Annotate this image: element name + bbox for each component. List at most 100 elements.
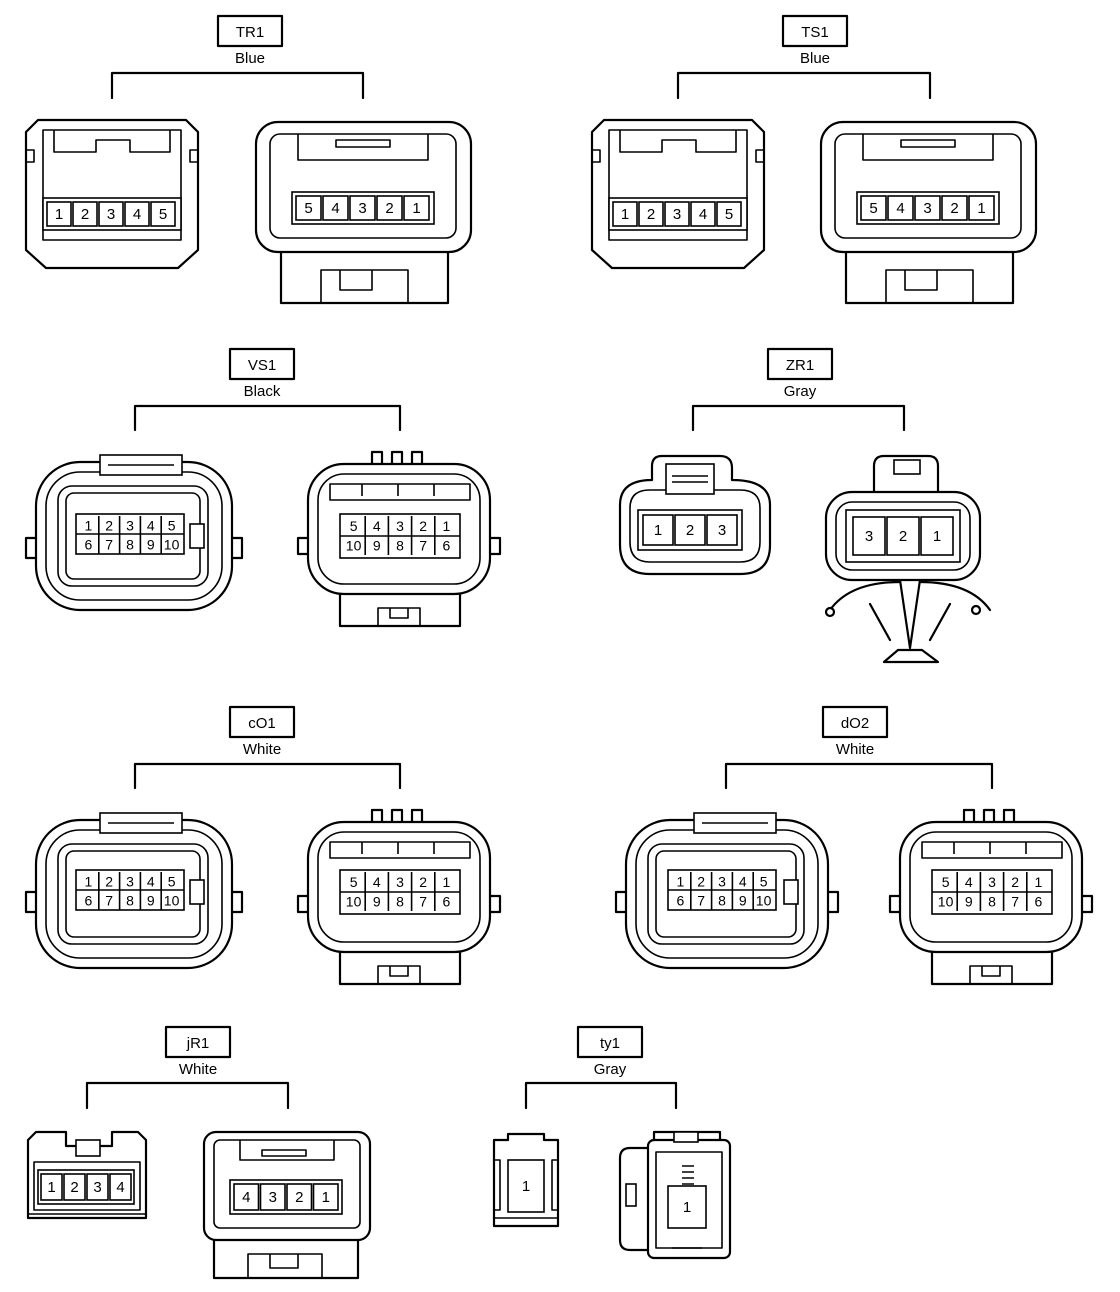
pin-number: 5 xyxy=(869,200,877,217)
pin-cell: 10 xyxy=(752,891,772,910)
connector-color: White xyxy=(243,741,281,758)
connector-color: White xyxy=(836,741,874,758)
pin-cell: 8 xyxy=(387,891,404,911)
pin-number: 4 xyxy=(331,200,339,217)
pin-number: 2 xyxy=(105,518,113,534)
pin-cell: 2 xyxy=(98,516,113,535)
pin-cell: 2 xyxy=(98,872,113,891)
pin-cell: 1 xyxy=(40,1173,63,1201)
pin-cell: 2 xyxy=(72,201,98,227)
pin-number: 2 xyxy=(419,874,427,890)
pin-number: 9 xyxy=(373,893,381,909)
pin-cell: 4 xyxy=(124,201,150,227)
pin-number: 1 xyxy=(85,874,93,890)
pin-cell: 2 xyxy=(674,514,706,546)
pin-number: 10 xyxy=(938,893,954,909)
pin-cell: 8 xyxy=(387,535,404,555)
pin-number: 2 xyxy=(697,874,705,890)
pin-number: 3 xyxy=(673,206,681,223)
pin-cell: 1 xyxy=(46,201,72,227)
pin-number: 8 xyxy=(718,893,726,909)
pin-number: 3 xyxy=(93,1179,101,1196)
pin-cell: 5 xyxy=(350,874,358,890)
pin-cell: 1 xyxy=(1026,872,1043,892)
pin-cell: 5 xyxy=(860,195,887,221)
pin-cell: 7 xyxy=(410,891,427,911)
pin-number: 10 xyxy=(346,893,362,909)
pin-number: 4 xyxy=(699,206,707,223)
pin-cell: 2 xyxy=(63,1173,86,1201)
connector-color: Gray xyxy=(594,1061,627,1078)
pin-cell: 3 xyxy=(86,1173,109,1201)
pin-number: 5 xyxy=(725,206,733,223)
connector-color: Blue xyxy=(800,50,830,67)
pin-number: 2 xyxy=(81,206,89,223)
pin-cell: 4 xyxy=(364,516,381,536)
pin-number: 6 xyxy=(677,893,685,909)
pin-number: 7 xyxy=(105,537,113,553)
pin-cell: 3 xyxy=(852,516,886,556)
pin-number: 1 xyxy=(522,1178,530,1195)
pin-cell: 9 xyxy=(139,535,155,554)
group-bracket xyxy=(110,71,365,100)
pin-number: 1 xyxy=(621,206,629,223)
pin-cell: 8 xyxy=(118,891,134,910)
group-bracket xyxy=(85,1081,290,1110)
pin-number: 1 xyxy=(677,874,685,890)
pin-cell: 7 xyxy=(98,891,113,910)
pin-cell: 2 xyxy=(886,516,920,556)
pin-cell: 5 xyxy=(752,872,768,891)
pin-cell: 3 xyxy=(914,195,941,221)
pin-number: 4 xyxy=(373,874,381,890)
pin-number: 4 xyxy=(147,518,155,534)
pin-cell: 10 xyxy=(346,893,362,909)
pin-number: 3 xyxy=(126,874,134,890)
pin-number: 8 xyxy=(396,893,404,909)
pin-number: 3 xyxy=(923,200,931,217)
pin-cell: 3 xyxy=(664,201,690,227)
pin-cell: 4 xyxy=(731,872,747,891)
pin-cell: 6 xyxy=(1026,891,1043,911)
pin-number: 7 xyxy=(1011,893,1019,909)
pin-cell: 2 xyxy=(410,516,427,536)
pin-cell: 5 xyxy=(942,874,950,890)
pin-number: 5 xyxy=(159,206,167,223)
pin-cell: 5 xyxy=(295,195,322,221)
pin-cell: 4 xyxy=(139,872,155,891)
pin-number: 2 xyxy=(70,1179,78,1196)
pin-number: 3 xyxy=(396,518,404,534)
connector-color: Blue xyxy=(235,50,265,67)
pin-cell: 9 xyxy=(139,891,155,910)
pin-number: 4 xyxy=(242,1189,250,1206)
pin-number: 2 xyxy=(419,518,427,534)
pin-cell: 2 xyxy=(941,195,968,221)
pin-number: 10 xyxy=(346,537,362,553)
pin-cell: 1 xyxy=(433,872,451,892)
pin-number: 5 xyxy=(760,874,768,890)
pin-cell: 2 xyxy=(376,195,403,221)
pin-number: 9 xyxy=(739,893,747,909)
pin-cell: 10 xyxy=(160,891,180,910)
pin-cell: 5 xyxy=(160,872,176,891)
connector-code: dO2 xyxy=(841,715,869,732)
pin-cell: 3 xyxy=(706,514,738,546)
pin-cell: 2 xyxy=(638,201,664,227)
pin-cell: 2 xyxy=(410,872,427,892)
pin-cell: 3 xyxy=(349,195,376,221)
pin-number: 5 xyxy=(350,874,358,890)
pin-number: 8 xyxy=(988,893,996,909)
pin-cell: 6 xyxy=(433,535,451,555)
connector-color: Black xyxy=(244,383,281,400)
female-connector: 1 xyxy=(492,1132,560,1228)
pin-number: 1 xyxy=(85,518,93,534)
